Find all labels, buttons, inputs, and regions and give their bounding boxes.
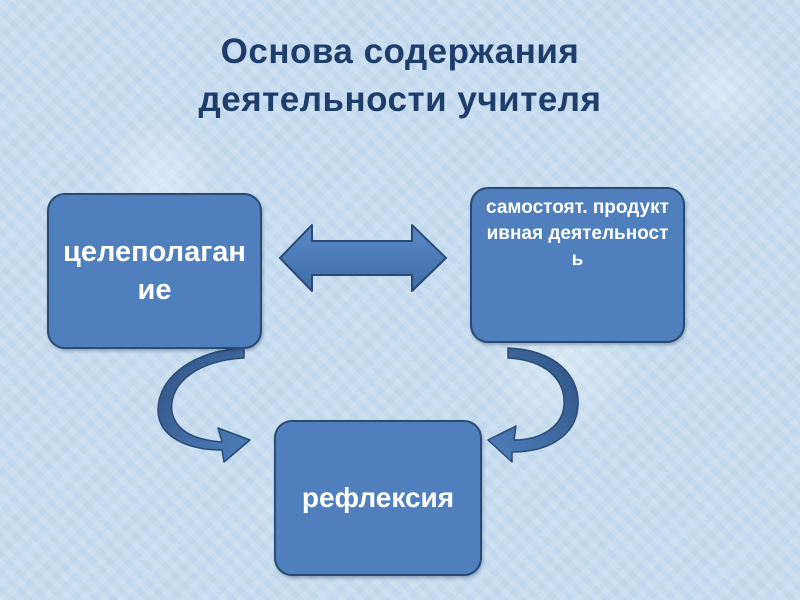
- goal-setting-label: целеполагание: [63, 236, 246, 306]
- title-line-1: Основа содержания: [220, 32, 580, 71]
- double-arrow-icon: [279, 224, 447, 292]
- independent-activity-box: самостоят. продуктивная деятельность: [470, 187, 685, 343]
- goal-setting-box: целеполагание: [47, 193, 262, 349]
- curved-arrow-left-icon: [157, 347, 251, 463]
- independent-activity-label: самостоят. продуктивная деятельность: [486, 197, 669, 270]
- page-title: Основа содержания деятельности учителя: [0, 28, 800, 124]
- reflection-box: рефлексия: [274, 420, 482, 576]
- title-line-2: деятельности учителя: [198, 80, 602, 119]
- reflection-label: рефлексия: [301, 482, 455, 513]
- curved-arrow-right-icon: [487, 347, 579, 463]
